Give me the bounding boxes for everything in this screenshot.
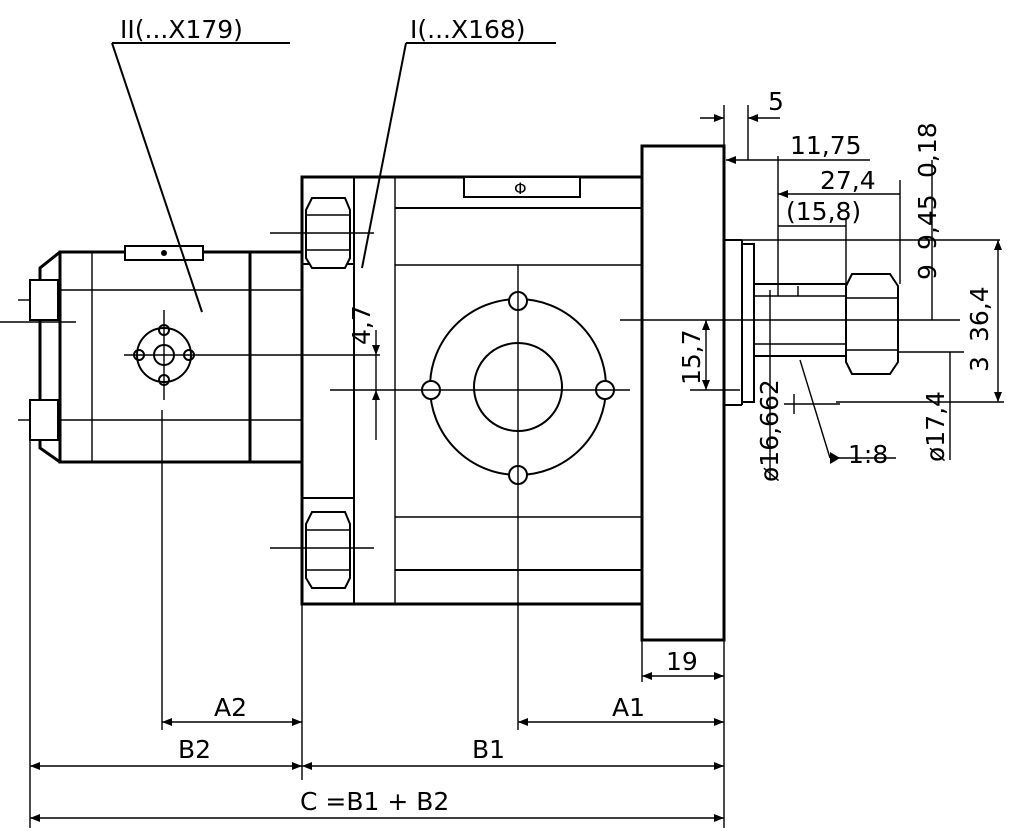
dimension-dia-16-662-label: ø16,662	[755, 379, 784, 482]
dimension-dia-17-4: ø17,4	[921, 352, 951, 462]
dimension-19-label: 19	[666, 647, 698, 676]
dimension-5-label: 5	[768, 87, 784, 116]
dimension-11-75-label: 11,75	[790, 131, 862, 160]
dimension-0-18-label: 0,18	[913, 122, 942, 178]
rear-pump-port	[124, 310, 380, 400]
front-body-nut-bottom	[270, 511, 374, 589]
dimension-11-75: 11,75	[726, 131, 870, 290]
mounting-flange	[640, 144, 743, 642]
dimension-9-45: 0,18 9,45 9	[742, 122, 1000, 320]
dimension-a1: A1	[518, 693, 724, 726]
front-body-nut-top	[270, 197, 374, 269]
dimension-15-8: (15,8)	[778, 197, 861, 284]
dimension-b2-label: B2	[178, 735, 211, 764]
dimension-5: 5	[700, 87, 784, 160]
dimension-27-4: 27,4	[778, 166, 900, 198]
dimension-15-8-label: (15,8)	[786, 197, 861, 226]
dimension-36-4: 3 36,4	[836, 240, 1004, 403]
dimension-b1-b2: B2 B1	[29, 440, 724, 828]
dimension-total-label: C =B1 + B2	[300, 787, 449, 816]
callout-front-pump: I(...X168)	[361, 15, 556, 269]
dimension-4-7-label: 4,7	[347, 305, 376, 345]
dimension-a2: A2	[161, 410, 302, 730]
dimension-taper-label: 1:8	[848, 440, 888, 469]
dimension-dia-16-662: ø16,662	[755, 290, 784, 482]
dimension-9-45-label: 9,45	[913, 194, 942, 250]
dimension-3-label: 3	[965, 356, 994, 372]
dimension-4-7: 4,7	[347, 305, 380, 440]
callout-rear-pump-label: II(...X179)	[120, 15, 243, 44]
key-plate-symbol: Φ	[514, 179, 527, 198]
front-pump-port	[330, 265, 630, 730]
dimension-b1-label: B1	[472, 735, 505, 764]
dimension-27-4-label: 27,4	[820, 166, 876, 195]
dimension-15-7: 15,7	[677, 320, 740, 391]
dimension-19: 19	[641, 640, 725, 828]
dimension-9-label: 9	[913, 264, 942, 280]
dimension-a2-label: A2	[214, 693, 247, 722]
drive-shaft	[620, 243, 960, 414]
dimension-total: C =B1 + B2	[30, 787, 724, 822]
dimension-dia-17-4-label: ø17,4	[921, 391, 950, 462]
rear-pump-body	[0, 245, 304, 464]
dimension-taper: 1:8	[799, 359, 896, 469]
callout-front-pump-label: I(...X168)	[410, 15, 526, 44]
dimension-15-7-label: 15,7	[677, 329, 706, 385]
dimension-36-4-label: 36,4	[965, 286, 994, 342]
callout-rear-pump: II(...X179)	[111, 15, 290, 313]
dimension-a1-label: A1	[612, 693, 645, 722]
